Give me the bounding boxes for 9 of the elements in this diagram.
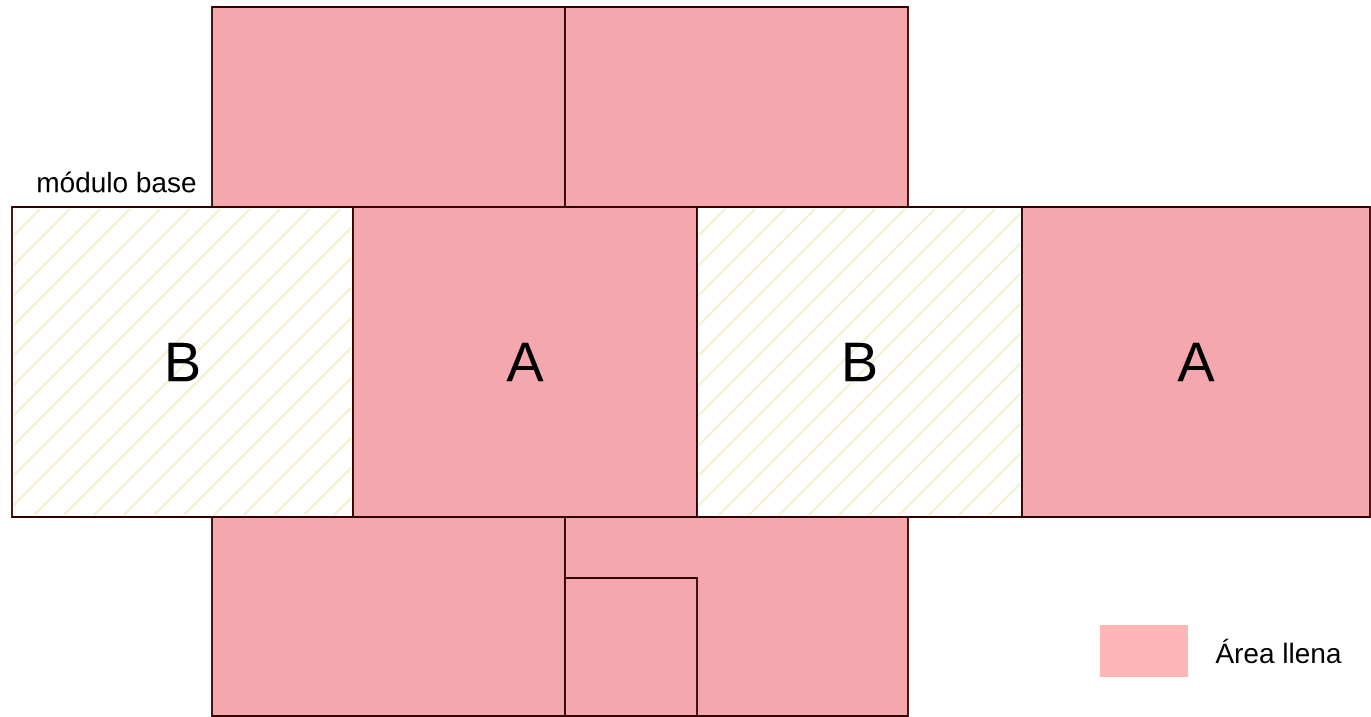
module-box: B — [696, 206, 1023, 518]
module-label: módulo base — [38, 171, 196, 193]
module-box: A — [1021, 206, 1371, 518]
legend-label: Área llena — [1215, 638, 1342, 664]
module-box — [211, 6, 566, 208]
module-box — [564, 577, 698, 717]
module-box: B — [11, 206, 354, 518]
module-box — [564, 6, 909, 208]
module-box: A — [352, 206, 698, 518]
